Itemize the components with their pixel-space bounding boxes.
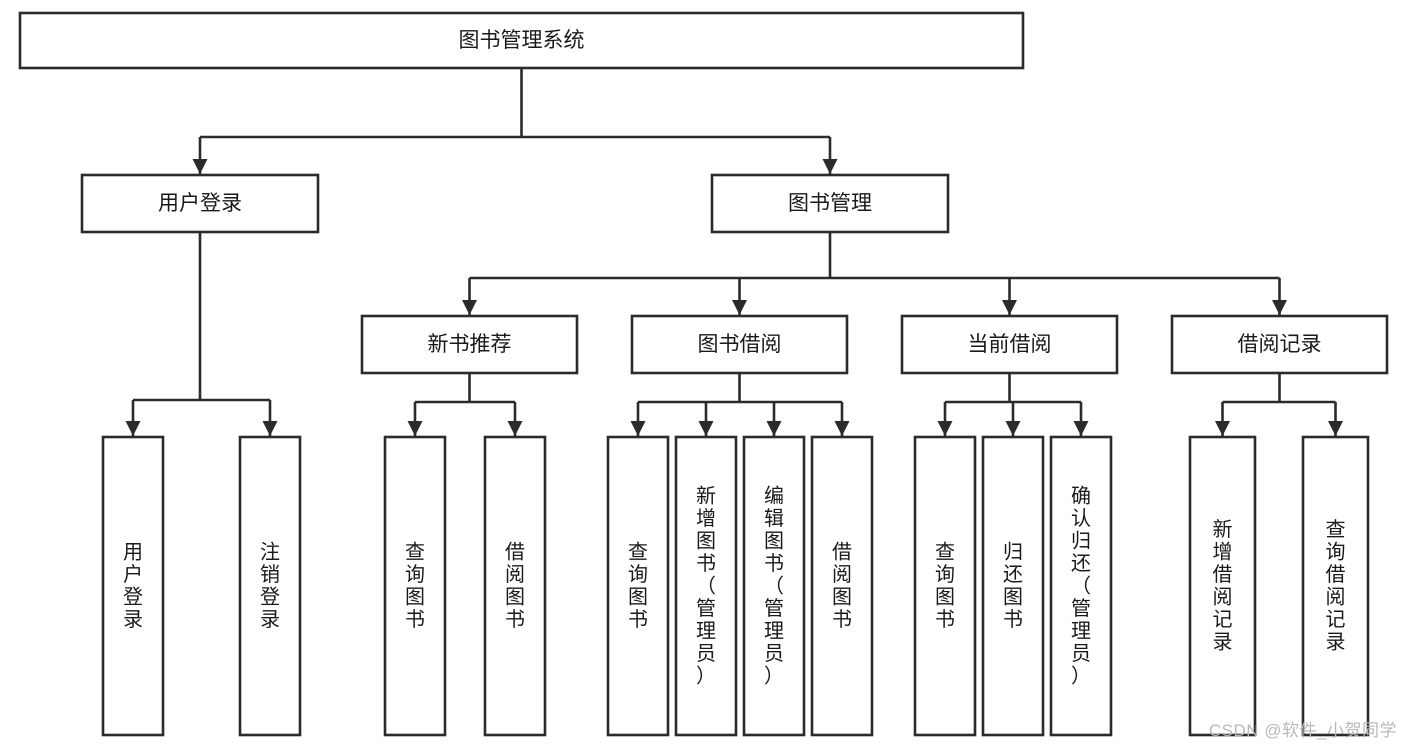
arrow-head-icon — [834, 421, 850, 436]
node-box-leaf-logout — [238, 435, 302, 737]
node-box-leaf-borrow-book-2 — [810, 435, 874, 737]
node-label-leaf-borrow-book-1: 借阅图书 — [505, 541, 525, 632]
node-label-borrow-record: 借阅记录 — [1238, 333, 1322, 356]
arrow-head-icon — [1328, 421, 1343, 436]
node-leaf-logout[interactable]: 注销登录 — [238, 435, 302, 737]
node-leaf-user-login[interactable]: 用户登录 — [101, 435, 165, 737]
arrow-head-icon — [507, 421, 523, 436]
node-label-leaf-borrow-book-2: 借阅图书 — [832, 541, 852, 632]
node-leaf-add-book[interactable]: 新增图书（管理员） — [674, 435, 738, 737]
node-box-borrow-record — [1170, 314, 1389, 375]
node-box-root — [18, 11, 1025, 70]
node-box-leaf-add-book — [674, 435, 738, 737]
connector-group-root — [192, 68, 838, 174]
node-root[interactable]: 图书管理系统 — [18, 11, 1025, 70]
arrow-head-icon — [1272, 300, 1287, 315]
node-book-borrow[interactable]: 图书借阅 — [630, 314, 849, 375]
node-leaf-query-book-3[interactable]: 查询图书 — [913, 435, 977, 737]
node-box-leaf-add-record — [1188, 435, 1257, 737]
arrow-head-icon — [1215, 421, 1230, 436]
arrow-head-icon — [1005, 421, 1021, 436]
node-leaf-borrow-book-1[interactable]: 借阅图书 — [483, 435, 547, 737]
node-label-leaf-confirm-return: 确认归还（管理员） — [1071, 484, 1091, 687]
node-label-leaf-user-login: 用户登录 — [123, 542, 143, 632]
node-box-leaf-user-login — [101, 435, 165, 737]
node-leaf-query-record[interactable]: 查询借阅记录 — [1301, 435, 1370, 737]
arrow-head-icon — [262, 421, 278, 436]
node-box-leaf-query-record — [1301, 435, 1370, 737]
node-box-user-login — [80, 173, 320, 234]
arrow-head-icon — [462, 300, 477, 315]
node-label-root: 图书管理系统 — [459, 29, 585, 52]
node-label-leaf-query-book-1: 查询图书 — [405, 541, 425, 632]
arrow-head-icon — [125, 421, 141, 436]
node-box-leaf-return-book — [981, 435, 1045, 737]
node-label-book-borrow: 图书借阅 — [698, 333, 782, 356]
node-box-book-borrow — [630, 314, 849, 375]
node-label-leaf-query-book-3: 查询图书 — [935, 541, 955, 632]
node-label-leaf-query-record: 查询借阅记录 — [1326, 518, 1346, 654]
node-label-leaf-add-record: 新增借阅记录 — [1213, 518, 1233, 654]
arrow-head-icon — [766, 421, 782, 436]
node-leaf-return-book[interactable]: 归还图书 — [981, 435, 1045, 737]
node-current-borrow[interactable]: 当前借阅 — [900, 314, 1119, 375]
node-box-leaf-borrow-book-1 — [483, 435, 547, 737]
node-box-leaf-query-book-2 — [606, 435, 670, 737]
connector-layer — [125, 68, 1343, 436]
node-leaf-query-book-1[interactable]: 查询图书 — [383, 435, 447, 737]
node-box-leaf-query-book-3 — [913, 435, 977, 737]
arrow-head-icon — [407, 421, 423, 436]
arrow-head-icon — [1002, 300, 1017, 315]
node-leaf-query-book-2[interactable]: 查询图书 — [606, 435, 670, 737]
node-label-leaf-edit-book: 编辑图书（管理员） — [764, 484, 784, 687]
node-label-book-manage: 图书管理 — [788, 192, 872, 215]
node-box-leaf-edit-book — [742, 435, 806, 737]
node-leaf-borrow-book-2[interactable]: 借阅图书 — [810, 435, 874, 737]
connector-group-borrow-record — [1215, 373, 1343, 436]
node-box-current-borrow — [900, 314, 1119, 375]
node-user-login[interactable]: 用户登录 — [80, 173, 320, 234]
node-leaf-confirm-return[interactable]: 确认归还（管理员） — [1049, 435, 1113, 737]
node-label-leaf-logout: 注销登录 — [260, 541, 280, 632]
node-borrow-record[interactable]: 借阅记录 — [1170, 314, 1389, 375]
node-box-book-manage — [710, 173, 950, 234]
arrow-head-icon — [732, 300, 747, 315]
arrow-head-icon — [937, 421, 953, 436]
node-box-leaf-query-book-1 — [383, 435, 447, 737]
node-label-leaf-add-book: 新增图书（管理员） — [696, 484, 716, 687]
arrow-head-icon — [192, 159, 208, 174]
node-leaf-add-record[interactable]: 新增借阅记录 — [1188, 435, 1257, 737]
csdn-watermark: CSDN @软件_小贺同学 — [1208, 721, 1397, 740]
node-label-new-book-recommend: 新书推荐 — [428, 333, 512, 356]
arrow-head-icon — [1073, 421, 1089, 436]
node-box-new-book-recommend — [360, 314, 579, 375]
node-label-user-login: 用户登录 — [158, 192, 242, 215]
connector-group-current-borrow — [937, 373, 1089, 436]
node-new-book-recommend[interactable]: 新书推荐 — [360, 314, 579, 375]
connector-group-book-borrow — [630, 373, 850, 436]
node-label-leaf-query-book-2: 查询图书 — [628, 541, 648, 632]
node-box-leaf-confirm-return — [1049, 435, 1113, 737]
arrow-head-icon — [822, 159, 838, 174]
node-leaf-edit-book[interactable]: 编辑图书（管理员） — [742, 435, 806, 737]
arrow-head-icon — [698, 421, 714, 436]
node-label-current-borrow: 当前借阅 — [968, 333, 1052, 356]
arrow-head-icon — [630, 421, 646, 436]
connector-group-book-manage — [462, 232, 1287, 315]
node-layer: 图书管理系统用户登录图书管理新书推荐图书借阅当前借阅借阅记录用户登录注销登录查询… — [18, 11, 1389, 737]
connector-group-user-login — [125, 232, 278, 436]
connector-group-new-book-recommend — [407, 373, 523, 436]
node-book-manage[interactable]: 图书管理 — [710, 173, 950, 234]
node-label-leaf-return-book: 归还图书 — [1003, 541, 1023, 632]
